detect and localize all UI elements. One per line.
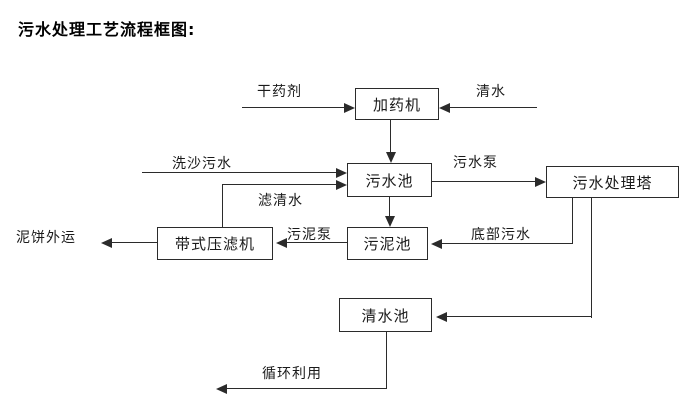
node-treatment-tower: 污水处理塔 xyxy=(546,166,679,198)
flow-sewage-pump-arrowhead-icon xyxy=(535,177,546,187)
flow-sand-washing-sewage-arrowhead-icon xyxy=(336,168,347,178)
flow-sludge-pump-arrowhead-icon xyxy=(276,238,287,248)
flow-filtered-water-hline xyxy=(222,184,338,185)
node-sewage-pool: 污水池 xyxy=(347,163,432,197)
flow-recycle-arrowhead-icon xyxy=(216,384,227,394)
flow-clear-water-line xyxy=(449,107,537,108)
flow-clear-water-label: 清水 xyxy=(476,84,506,100)
flow-mud-cake-arrowhead-icon xyxy=(101,238,112,248)
flow-tower-to-clear-arrowhead-icon xyxy=(436,312,447,322)
flow-sludge-pump-line xyxy=(286,242,347,243)
flow-sewage-to-sludge-arrowhead-icon xyxy=(385,216,395,227)
flow-dry-chemical-line xyxy=(242,107,346,108)
flow-dry-chemical-arrowhead-icon xyxy=(344,103,355,113)
flow-tower-to-clear-vline xyxy=(591,198,592,318)
flow-sand-washing-sewage-line xyxy=(142,172,338,173)
flow-sewage-to-sludge-line xyxy=(389,197,390,217)
flow-bottom-sewage-hline xyxy=(441,243,573,244)
flow-mud-cake-line xyxy=(111,242,157,243)
node-belt-filter-press: 带式压滤机 xyxy=(157,227,273,260)
flow-clear-water-arrowhead-icon xyxy=(439,103,450,113)
node-dosing-machine: 加药机 xyxy=(355,88,439,120)
flow-dosing-to-sewage-arrowhead-icon xyxy=(386,152,396,163)
flow-dry-chemical-label: 干药剂 xyxy=(257,84,302,100)
node-sludge-pool: 污泥池 xyxy=(347,227,428,260)
flow-mud-cake-label: 泥饼外运 xyxy=(16,230,76,246)
flow-sludge-pump-label: 污泥泵 xyxy=(287,227,332,243)
flow-sewage-pump-label: 污水泵 xyxy=(453,155,498,171)
flow-dosing-to-sewage-line xyxy=(390,120,391,153)
flow-filtered-water-vline xyxy=(222,184,223,227)
flow-recycle-hline xyxy=(226,388,387,389)
flow-bottom-sewage-arrowhead-icon xyxy=(431,239,442,249)
flow-recycle-vline xyxy=(386,332,387,389)
diagram-title: 污水处理工艺流程框图: xyxy=(18,20,196,39)
flow-bottom-sewage-vline xyxy=(572,198,573,244)
flow-sewage-pump-line xyxy=(432,181,537,182)
flow-filtered-water-label: 滤清水 xyxy=(258,193,303,209)
flow-recycle-label: 循环利用 xyxy=(262,366,322,382)
flow-bottom-sewage-label: 底部污水 xyxy=(471,227,531,243)
node-clear-water-pool: 清水池 xyxy=(339,298,432,332)
flow-sand-washing-sewage-label: 洗沙污水 xyxy=(172,156,232,172)
flow-tower-to-clear-hline xyxy=(446,316,592,317)
flow-filtered-water-arrowhead-icon xyxy=(336,180,347,190)
